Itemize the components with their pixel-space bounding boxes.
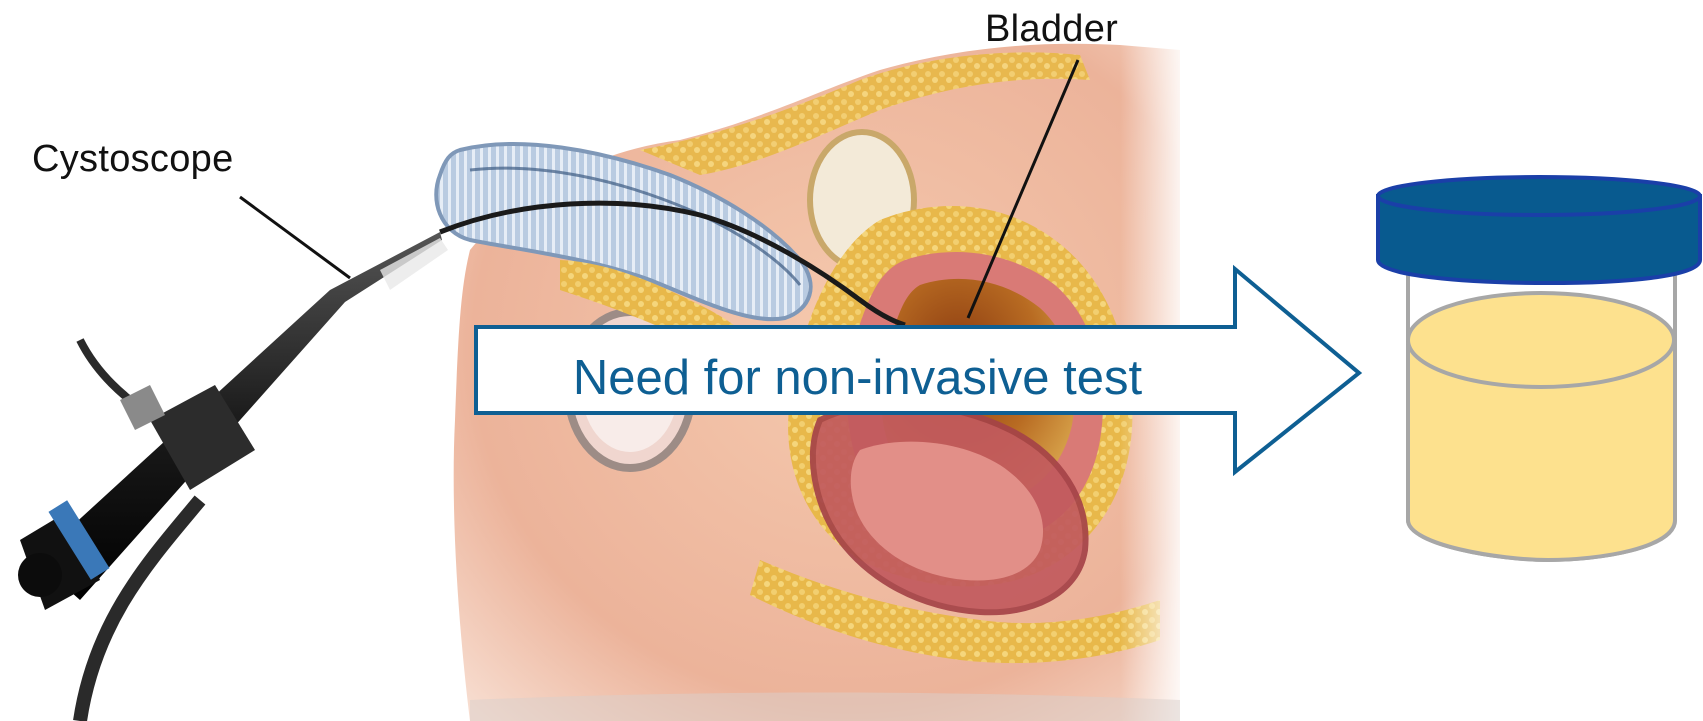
cystoscope-icon xyxy=(18,232,448,721)
bladder-label: Bladder xyxy=(985,8,1118,51)
cystoscope-label: Cystoscope xyxy=(32,138,234,181)
cystoscope-leader-line xyxy=(240,197,350,278)
urine-sample-cup-icon xyxy=(1378,177,1700,560)
arrow-text: Need for non-invasive test xyxy=(480,335,1235,420)
